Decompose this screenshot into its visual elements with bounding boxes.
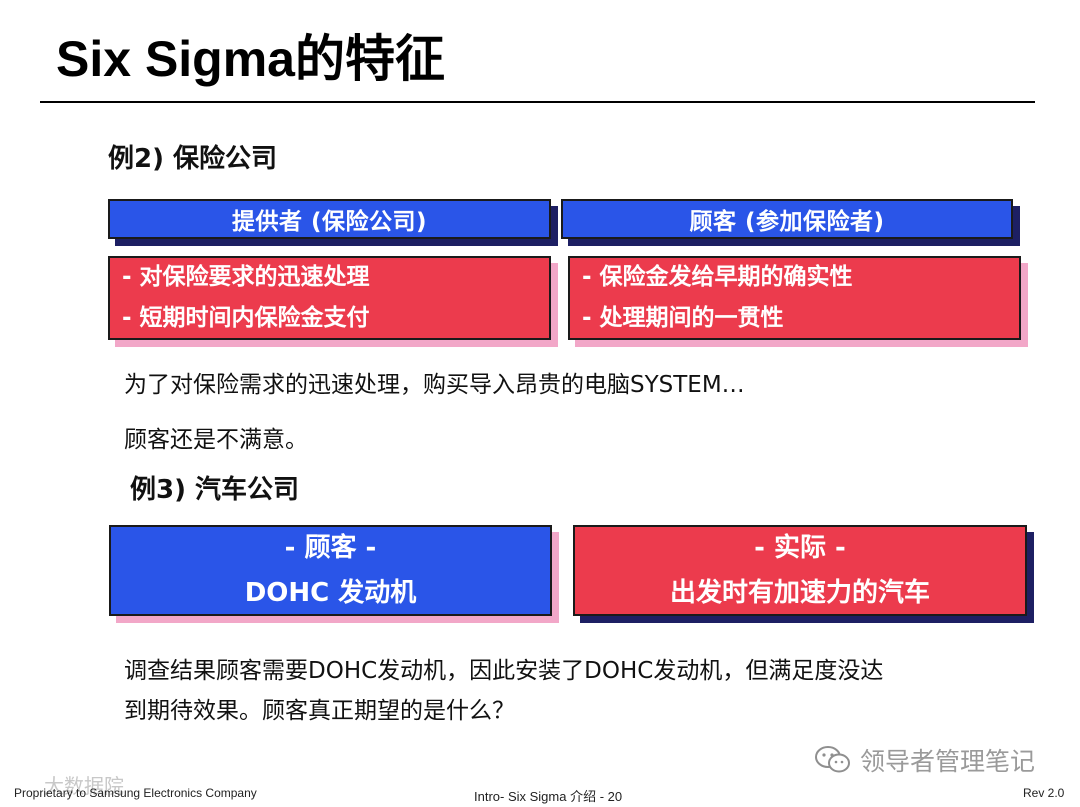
provider-header-label: 提供者 (保险公司) (231, 209, 428, 235)
list-item: - 对保险要求的迅速处理 (122, 264, 370, 290)
example2-note-1: 为了对保险需求的迅速处理，购买导入昂贵的电脑SYSTEM… (124, 372, 745, 398)
customer-requirements-box: - 保险金发给早期的确实性 - 处理期间的一贯性 (568, 256, 1021, 340)
watermark-right-text: 领导者管理笔记 (860, 747, 1036, 776)
list-item: - 处理期间的一贯性 (582, 305, 784, 331)
actual-need-value: 出发时有加速力的汽车 (669, 577, 930, 608)
list-item: - 保险金发给早期的确实性 (582, 264, 853, 290)
customer-header: 顾客 (参加保险者) (561, 199, 1013, 239)
actual-need-title: - 实际 - (754, 532, 846, 563)
watermark-right: 领导者管理笔记 (814, 742, 1035, 778)
example3-conclusion-line-1: 调查结果顾客需要DOHC发动机，因此安装了DOHC发动机，但满足度没达 (124, 658, 884, 684)
example3-heading: 例3) 汽车公司 (130, 475, 300, 505)
example2-heading: 例2) 保险公司 (108, 144, 278, 174)
footer-left: Proprietary to Samsung Electronics Compa… (14, 786, 257, 800)
customer-expectation-box: - 顾客 - DOHC 发动机 (109, 525, 552, 616)
watermark-left: 大数据院 (44, 774, 124, 798)
customer-expectation-title: - 顾客 - (284, 532, 377, 563)
customer-expectation-value: DOHC 发动机 (244, 577, 417, 608)
provider-requirements-box: - 对保险要求的迅速处理 - 短期时间内保险金支付 (108, 256, 551, 340)
footer-right: Rev 2.0 (1023, 786, 1065, 800)
customer-header-label: 顾客 (参加保险者) (689, 209, 885, 235)
footer-center: Intro- Six Sigma 介绍 - 20 (474, 789, 623, 804)
example2-note-2: 顾客还是不满意。 (124, 427, 308, 453)
title-divider (40, 101, 1035, 103)
provider-header: 提供者 (保险公司) (108, 199, 551, 239)
wechat-icon (815, 746, 850, 773)
example3-conclusion-line-2: 到期待效果。顾客真正期望的是什么？ (124, 698, 515, 724)
page-title: Six Sigma的特征 (56, 31, 445, 87)
list-item: - 短期时间内保险金支付 (122, 305, 370, 331)
actual-need-box: - 实际 - 出发时有加速力的汽车 (573, 525, 1027, 616)
